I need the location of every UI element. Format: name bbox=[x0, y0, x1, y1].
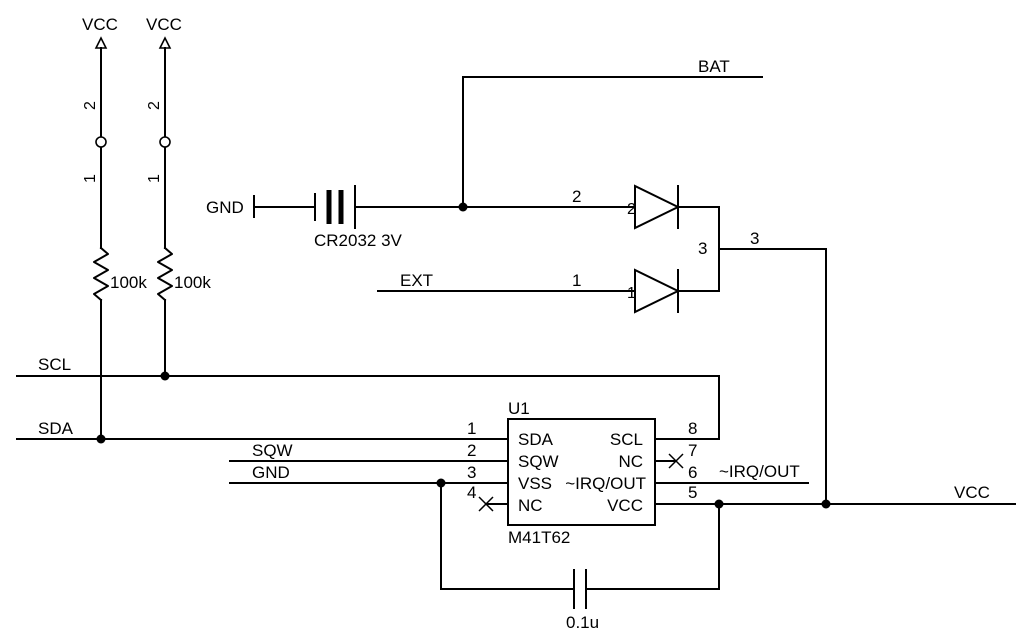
resistor-value: 100k bbox=[110, 273, 147, 292]
pin-number: 6 bbox=[688, 463, 697, 482]
bus-wires bbox=[16, 371, 720, 488]
pin-number: 1 bbox=[627, 285, 636, 302]
ic-part-number: M41T62 bbox=[508, 528, 570, 547]
pin-number: 4 bbox=[467, 483, 476, 502]
ic-pin-label: ~IRQ/OUT bbox=[565, 474, 646, 493]
net-label-bat: BAT bbox=[698, 57, 730, 76]
ic-pin-label: VCC bbox=[607, 496, 643, 515]
ic-pin-label: SDA bbox=[518, 430, 554, 449]
pin-number: 1 bbox=[146, 174, 163, 183]
resistor-value: 100k bbox=[174, 273, 211, 292]
diode-output-wire bbox=[677, 206, 827, 505]
pin-number: 3 bbox=[467, 463, 476, 482]
vcc-arrow-icon bbox=[94, 36, 108, 49]
net-label-ext: EXT bbox=[400, 271, 433, 290]
ic-reference: U1 bbox=[508, 399, 530, 418]
ic-u1-body bbox=[507, 418, 656, 526]
net-label-sda: SDA bbox=[38, 419, 74, 438]
no-connect-icon bbox=[478, 496, 509, 512]
pin-number: 8 bbox=[688, 419, 697, 438]
no-connect-icon bbox=[654, 453, 684, 469]
pullup-resistor-1 bbox=[93, 36, 109, 440]
pin-number: 5 bbox=[688, 483, 697, 502]
pullup-resistor-2 bbox=[157, 36, 173, 377]
pin-number: 2 bbox=[146, 101, 163, 110]
capacitor-value: 0.1u bbox=[566, 613, 599, 632]
capacitor-icon bbox=[440, 482, 720, 609]
pin-number: 7 bbox=[688, 441, 697, 460]
vcc-arrow-icon bbox=[158, 36, 172, 49]
net-label-gnd: GND bbox=[252, 463, 290, 482]
ic-pin-label: VSS bbox=[518, 474, 552, 493]
pin-number: 3 bbox=[698, 239, 707, 258]
battery-label: CR2032 3V bbox=[314, 231, 403, 250]
net-label-scl: SCL bbox=[38, 355, 71, 374]
vcc-label: VCC bbox=[82, 15, 118, 34]
pin-number: 2 bbox=[467, 441, 476, 460]
net-label-irq: ~IRQ/OUT bbox=[719, 462, 800, 481]
diode-lower-icon bbox=[634, 268, 681, 314]
pin-number: 2 bbox=[572, 187, 581, 206]
pin-number: 3 bbox=[750, 229, 759, 248]
pin-number: 1 bbox=[82, 174, 99, 183]
diode-upper-icon bbox=[634, 184, 681, 230]
net-label-gnd: GND bbox=[206, 198, 244, 217]
pin-number: 2 bbox=[627, 201, 636, 218]
pin-number: 2 bbox=[82, 101, 99, 110]
pin-number: 1 bbox=[572, 271, 581, 290]
ic-pin-label: SQW bbox=[518, 452, 559, 471]
pin-number: 1 bbox=[467, 419, 476, 438]
net-label-sqw: SQW bbox=[252, 441, 293, 460]
net-label-vcc: VCC bbox=[954, 483, 990, 502]
ic-pin-label: SCL bbox=[610, 430, 643, 449]
battery-circuit bbox=[253, 76, 763, 292]
ic-pin-label: NC bbox=[518, 496, 543, 515]
ic-pin-label: NC bbox=[618, 452, 643, 471]
vcc-label: VCC bbox=[146, 15, 182, 34]
